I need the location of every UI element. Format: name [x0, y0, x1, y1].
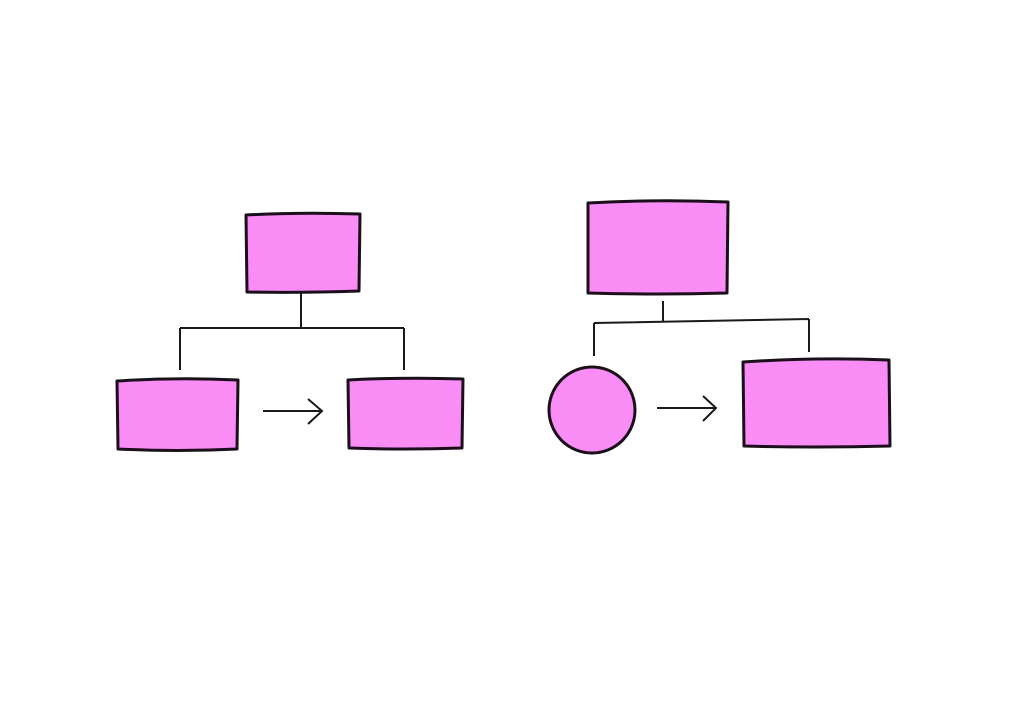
arrow-right-icon: [263, 398, 324, 425]
arrow-right-icon: [657, 395, 718, 422]
right-child-node-2: [741, 357, 892, 449]
left-root-node: [244, 211, 362, 294]
left-hierarchy: [115, 211, 465, 452]
left-child-node-2: [346, 376, 465, 451]
right-child-circle-node: [547, 365, 637, 455]
right-root-node: [586, 199, 730, 296]
right-hierarchy: [547, 199, 892, 455]
left-child-node-1: [115, 377, 240, 452]
left-arrow: [263, 398, 324, 425]
left-connector: [179, 293, 405, 370]
right-arrow: [657, 395, 718, 422]
right-connector: [593, 301, 810, 356]
